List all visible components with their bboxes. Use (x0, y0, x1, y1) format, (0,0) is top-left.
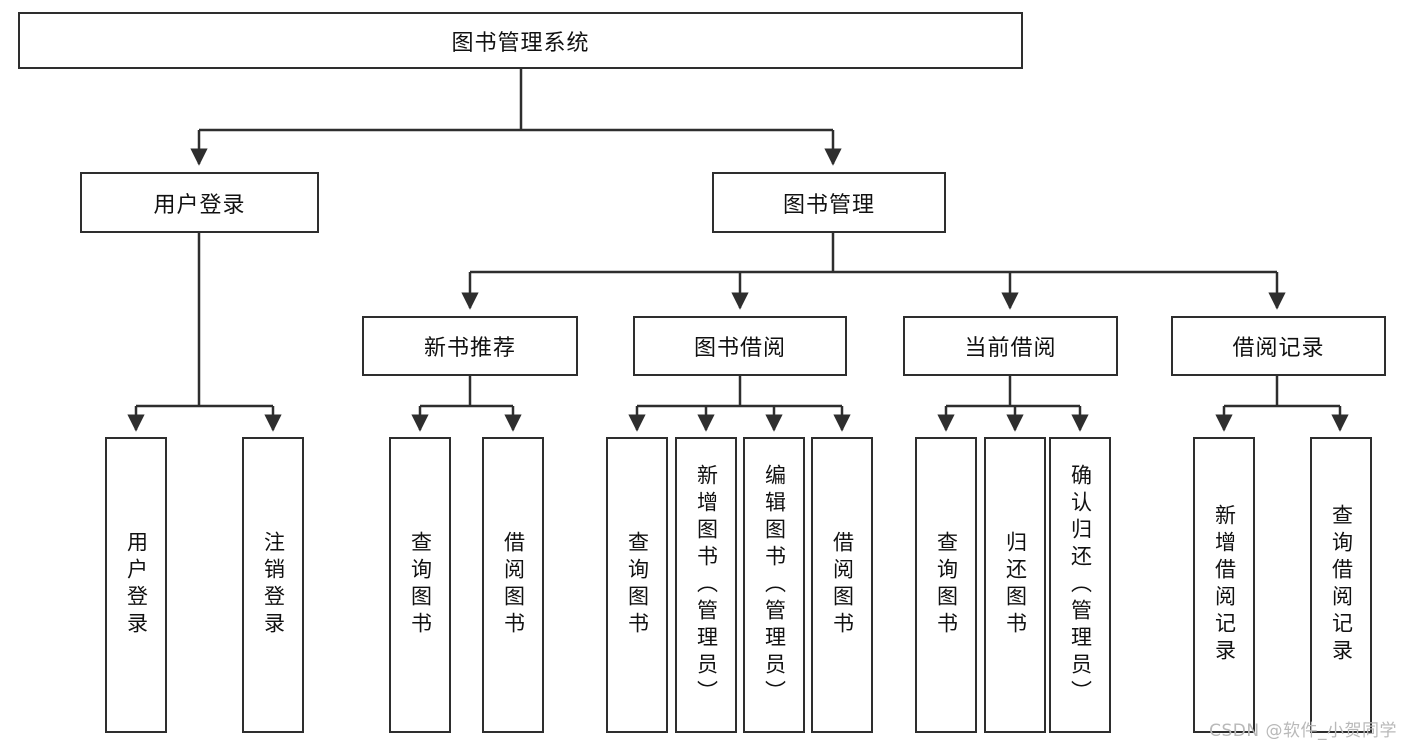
node-label: 图书管理 (782, 192, 875, 218)
node-book-management[interactable]: 图书管理 (712, 172, 946, 233)
node-label: 编辑图书（管理员） (762, 463, 787, 707)
node-label: 当前借阅 (964, 336, 1057, 361)
node-label: 注销登录 (261, 531, 286, 639)
leaf-borrow-query-book[interactable]: 查询图书 (606, 437, 668, 733)
node-label: 确认归还（管理员） (1068, 463, 1093, 707)
node-label: 图书借阅 (693, 336, 786, 361)
node-label: 借阅图书 (830, 531, 855, 639)
leaf-records-query-record[interactable]: 查询借阅记录 (1310, 437, 1372, 733)
leaf-current-confirm-return-admin[interactable]: 确认归还（管理员） (1049, 437, 1111, 733)
node-label: 图书管理系统 (451, 30, 590, 56)
node-label: 查询借阅记录 (1329, 504, 1354, 666)
node-label: 新增图书（管理员） (694, 463, 719, 707)
node-label: 新书推荐 (423, 336, 516, 361)
leaf-current-return-book[interactable]: 归还图书 (984, 437, 1046, 733)
node-label: 借阅记录 (1232, 336, 1325, 361)
node-label: 查询图书 (625, 531, 650, 639)
node-user-login[interactable]: 用户登录 (80, 172, 319, 233)
node-book-borrow[interactable]: 图书借阅 (633, 316, 847, 376)
node-current-borrow[interactable]: 当前借阅 (903, 316, 1118, 376)
node-label: 借阅图书 (501, 531, 526, 639)
node-label: 查询图书 (934, 531, 959, 639)
node-root-system[interactable]: 图书管理系统 (18, 12, 1023, 69)
leaf-newbook-borrow-book[interactable]: 借阅图书 (482, 437, 544, 733)
leaf-logout-login[interactable]: 注销登录 (242, 437, 304, 733)
leaf-records-add-record[interactable]: 新增借阅记录 (1193, 437, 1255, 733)
node-label: 用户登录 (124, 531, 149, 639)
node-label: 查询图书 (408, 531, 433, 639)
node-label: 新增借阅记录 (1212, 504, 1237, 666)
csdn-watermark: CSDN @软件_小贺同学 (1209, 721, 1397, 741)
node-new-book-recommend[interactable]: 新书推荐 (362, 316, 578, 376)
leaf-borrow-edit-book-admin[interactable]: 编辑图书（管理员） (743, 437, 805, 733)
leaf-current-query-book[interactable]: 查询图书 (915, 437, 977, 733)
node-borrow-records[interactable]: 借阅记录 (1171, 316, 1386, 376)
node-label: 归还图书 (1003, 531, 1028, 639)
leaf-borrow-add-book-admin[interactable]: 新增图书（管理员） (675, 437, 737, 733)
leaf-user-login[interactable]: 用户登录 (105, 437, 167, 733)
node-label: 用户登录 (153, 192, 246, 218)
leaf-newbook-query-book[interactable]: 查询图书 (389, 437, 451, 733)
leaf-borrow-borrow-book[interactable]: 借阅图书 (811, 437, 873, 733)
